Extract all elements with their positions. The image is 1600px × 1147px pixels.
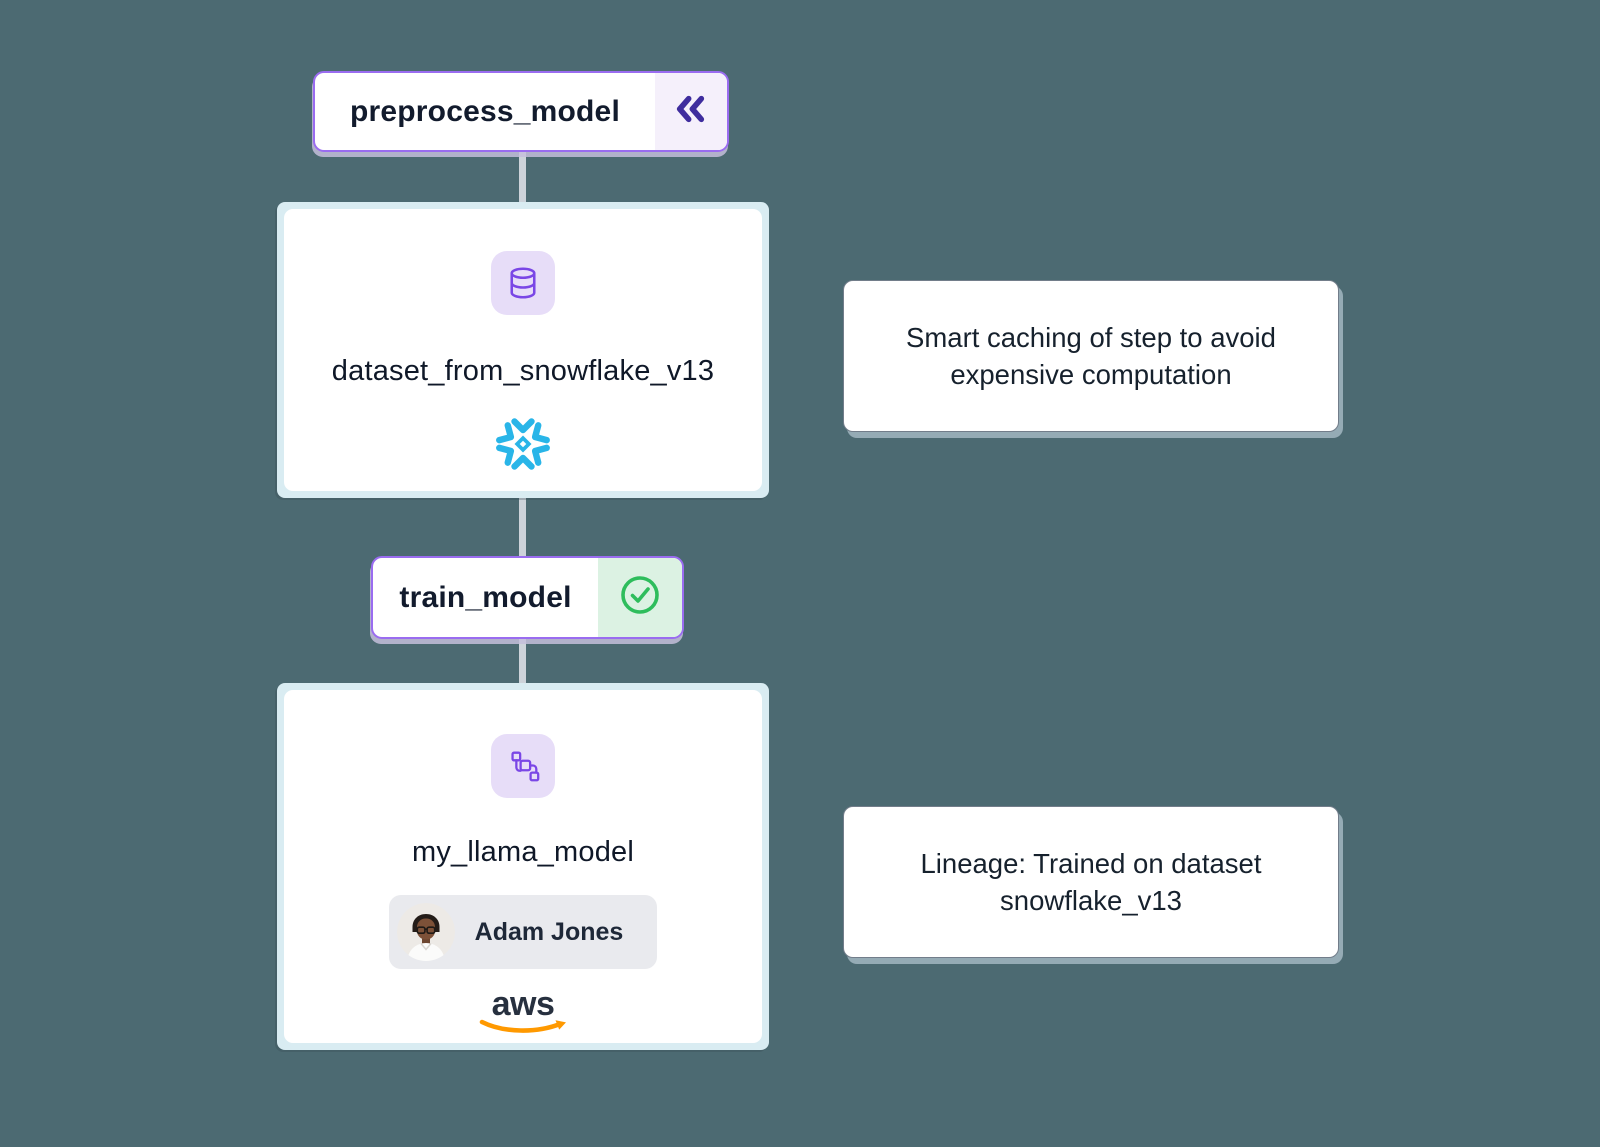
aws-smile-icon [479,1019,567,1037]
model-card-body: my_llama_model [284,690,762,1043]
database-icon [491,251,555,315]
owner-name: Adam Jones [474,917,624,946]
step-label-train: train_model [399,580,572,614]
check-circle-icon [618,573,662,622]
annotation-caching: Smart caching of step to avoid expensive… [843,280,1339,432]
step-node-train[interactable]: train_model [371,556,684,639]
annotation-caching-text: Smart caching of step to avoid expensive… [906,321,1276,390]
annotation-lineage: Lineage: Trained on dataset snowflake_v1… [843,806,1339,958]
dataset-card-body: dataset_from_snowflake_v13 [284,209,762,491]
model-title: my_llama_model [412,836,634,868]
dataset-card[interactable]: dataset_from_snowflake_v13 [277,202,769,498]
double-chevron-left-icon [674,94,708,129]
step-label-preprocess: preprocess_model [350,94,620,128]
snowflake-logo-icon [491,412,555,476]
dataset-title: dataset_from_snowflake_v13 [331,355,715,387]
annotation-lineage-text: Lineage: Trained on dataset snowflake_v1… [920,847,1262,916]
aws-logo-icon: aws [479,987,567,1037]
avatar [396,903,455,961]
collapse-button[interactable] [655,73,727,150]
status-badge [598,558,682,637]
step-node-preprocess[interactable]: preprocess_model [313,71,729,152]
model-card[interactable]: my_llama_model [277,683,769,1050]
owner-chip: Adam Jones [388,895,658,969]
model-graph-icon [491,734,555,798]
aws-wordmark: aws [491,985,555,1023]
